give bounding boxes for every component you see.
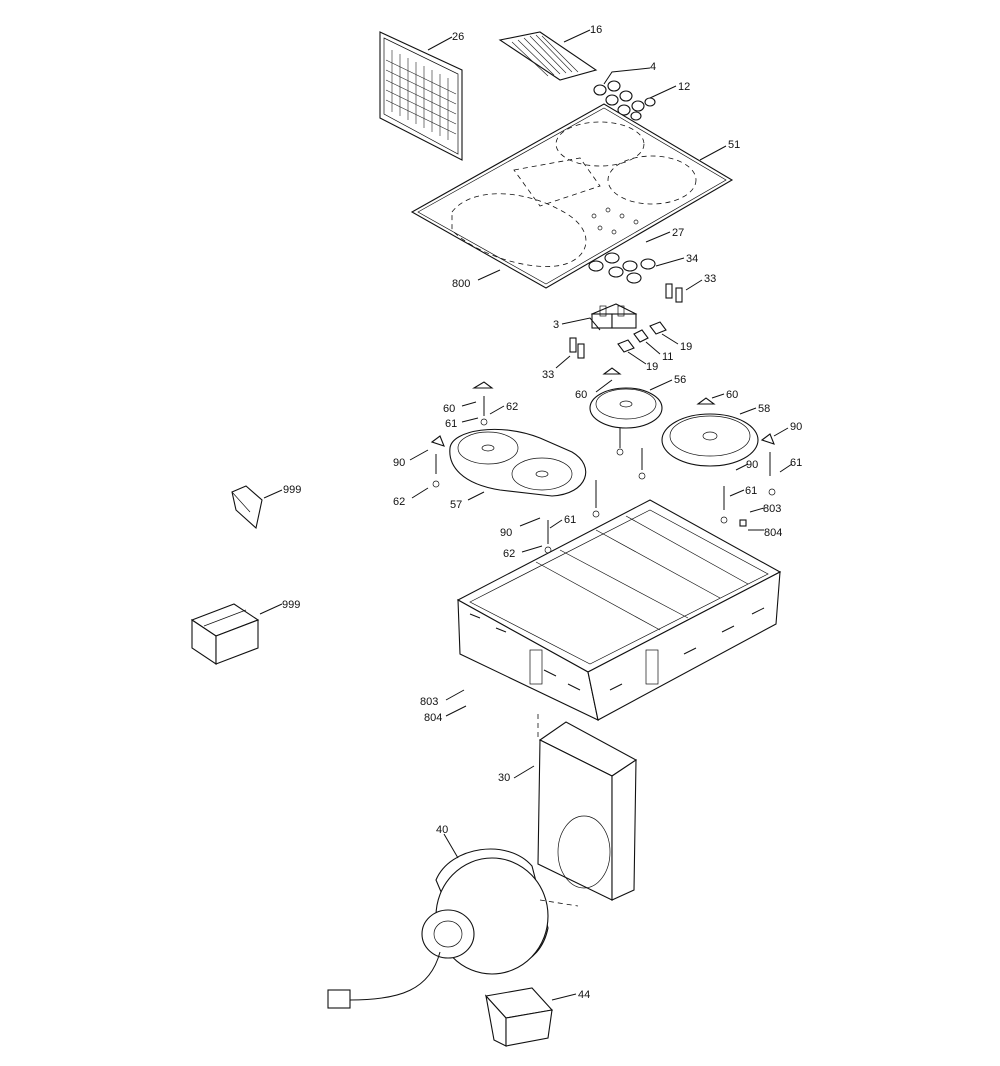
callout-90-right: 90 <box>790 421 802 433</box>
callout-56: 56 <box>674 374 686 386</box>
callout-62-top: 62 <box>506 401 518 413</box>
callout-804-left: 804 <box>424 712 442 724</box>
part-57-bridge-element <box>449 428 587 497</box>
callout-4: 4 <box>650 61 656 73</box>
callout-40: 40 <box>436 824 448 836</box>
callout-19-right: 19 <box>680 341 692 353</box>
callout-61-right: 61 <box>790 457 802 469</box>
part-999-box <box>190 603 260 666</box>
callout-60-left: 60 <box>443 403 455 415</box>
part-11-bracket <box>633 329 649 343</box>
callout-60-center: 60 <box>575 389 587 401</box>
part-27-washers <box>591 207 639 235</box>
part-hardware-screws <box>430 381 776 554</box>
callout-33-upper: 33 <box>704 273 716 285</box>
callout-90-left: 90 <box>393 457 405 469</box>
callout-58: 58 <box>758 403 770 415</box>
part-33-connectors-upper <box>665 283 683 303</box>
callout-62-bottom: 62 <box>503 548 515 560</box>
callout-61-top: 61 <box>445 418 457 430</box>
part-999-envelope <box>231 485 263 530</box>
callout-999-envelope: 999 <box>283 484 301 496</box>
leader-lines <box>259 29 793 1001</box>
callout-16: 16 <box>590 24 602 36</box>
callout-61-bottom: 61 <box>564 514 576 526</box>
part-12-knob-rings <box>630 97 656 121</box>
callout-26: 26 <box>452 31 464 43</box>
part-16-vent <box>498 31 598 81</box>
callout-19-left: 19 <box>646 361 658 373</box>
chassis-box <box>456 499 782 721</box>
callout-61-mid-right: 61 <box>745 485 757 497</box>
callout-33-lower: 33 <box>542 369 554 381</box>
part-26-grille <box>379 31 463 161</box>
part-19-clip-left <box>617 339 635 353</box>
callout-62-left: 62 <box>393 496 405 508</box>
callout-labels: 26 16 4 12 51 27 34 33 800 3 19 11 19 33… <box>282 24 802 1001</box>
part-4-knobs <box>593 80 645 116</box>
part-40-blower <box>327 848 579 1009</box>
part-19-clip-right <box>649 321 667 335</box>
callout-44: 44 <box>578 989 590 1001</box>
part-56-round-element <box>589 367 663 429</box>
callout-34: 34 <box>686 253 698 265</box>
callout-800: 800 <box>452 278 470 290</box>
callout-12: 12 <box>678 81 690 93</box>
callout-803-left: 803 <box>420 696 438 708</box>
part-34-grommets <box>588 252 656 284</box>
callout-60-right: 60 <box>726 389 738 401</box>
callout-27: 27 <box>672 227 684 239</box>
part-3-switches <box>590 303 638 329</box>
chassis-vent-slots <box>469 607 765 691</box>
part-58-large-element <box>661 397 759 467</box>
callout-803-right: 803 <box>763 503 781 515</box>
callout-90-bottom: 90 <box>500 527 512 539</box>
part-30-bracket <box>537 714 638 901</box>
callout-51: 51 <box>728 139 740 151</box>
callout-999-box: 999 <box>282 599 300 611</box>
callout-3: 3 <box>553 319 559 331</box>
callout-30: 30 <box>498 772 510 784</box>
callout-90-mid-right: 90 <box>746 459 758 471</box>
callout-804-right: 804 <box>764 527 782 539</box>
part-44-duct <box>484 987 554 1047</box>
callout-11: 11 <box>662 351 673 363</box>
callout-57: 57 <box>450 499 462 511</box>
part-33-connectors-lower <box>569 337 585 359</box>
part-51-cooktop-glass <box>410 103 734 289</box>
